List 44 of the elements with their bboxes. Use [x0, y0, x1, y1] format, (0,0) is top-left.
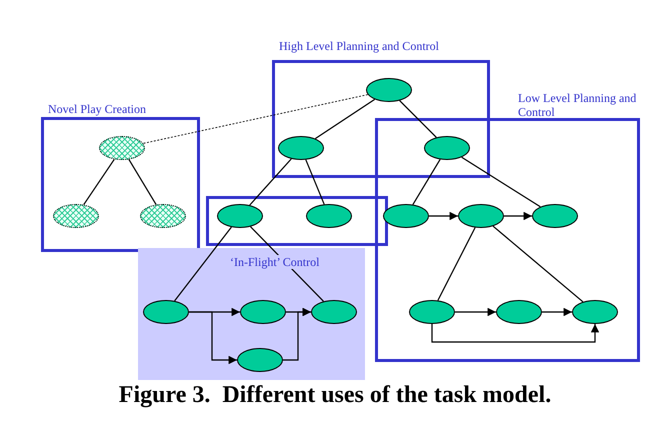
task-ellipse [383, 204, 429, 228]
task-ellipse [143, 300, 189, 324]
connector-line [128, 159, 157, 205]
connector-line [461, 156, 541, 208]
task-ellipse [366, 78, 412, 102]
arrow [283, 308, 311, 361]
highlight-band [138, 248, 365, 380]
connector-line [314, 98, 376, 140]
connector-line [437, 227, 476, 301]
connector-line [305, 159, 325, 205]
task-ellipse [311, 300, 357, 324]
connector-line [83, 158, 115, 206]
connector-line [174, 226, 232, 302]
arrow [504, 212, 532, 220]
connector-line [399, 100, 437, 138]
connector-line [492, 226, 584, 302]
group-frame [206, 196, 388, 246]
task-ellipse [409, 300, 455, 324]
connector-line [412, 159, 441, 205]
group-heading: Novel Play Creation [48, 102, 147, 116]
arrow [429, 212, 458, 220]
task-ellipse [237, 348, 283, 372]
task-ellipse [424, 136, 470, 160]
figure-caption: Figure 3. Different uses of the task model. [118, 382, 552, 409]
arrow [189, 311, 237, 364]
group-heading: High Level Planning and Control [279, 39, 440, 53]
connector-line [249, 158, 292, 206]
task-ellipse [572, 300, 618, 324]
connector-line [250, 226, 324, 302]
hatched-task-ellipse [140, 204, 186, 228]
arrow [455, 308, 496, 316]
task-ellipse [217, 204, 263, 228]
task-ellipse [240, 300, 286, 324]
group-heading: Low Level Planning and Control [518, 91, 638, 119]
task-ellipse [532, 204, 578, 228]
hatched-task-ellipse [53, 204, 99, 228]
arrow [431, 324, 600, 343]
task-ellipse [306, 204, 352, 228]
dotted-line [142, 94, 368, 144]
task-ellipse [458, 204, 504, 228]
arrow [542, 308, 572, 316]
task-ellipse [278, 136, 324, 160]
task-ellipse [496, 300, 542, 324]
hatched-task-ellipse [99, 136, 145, 160]
